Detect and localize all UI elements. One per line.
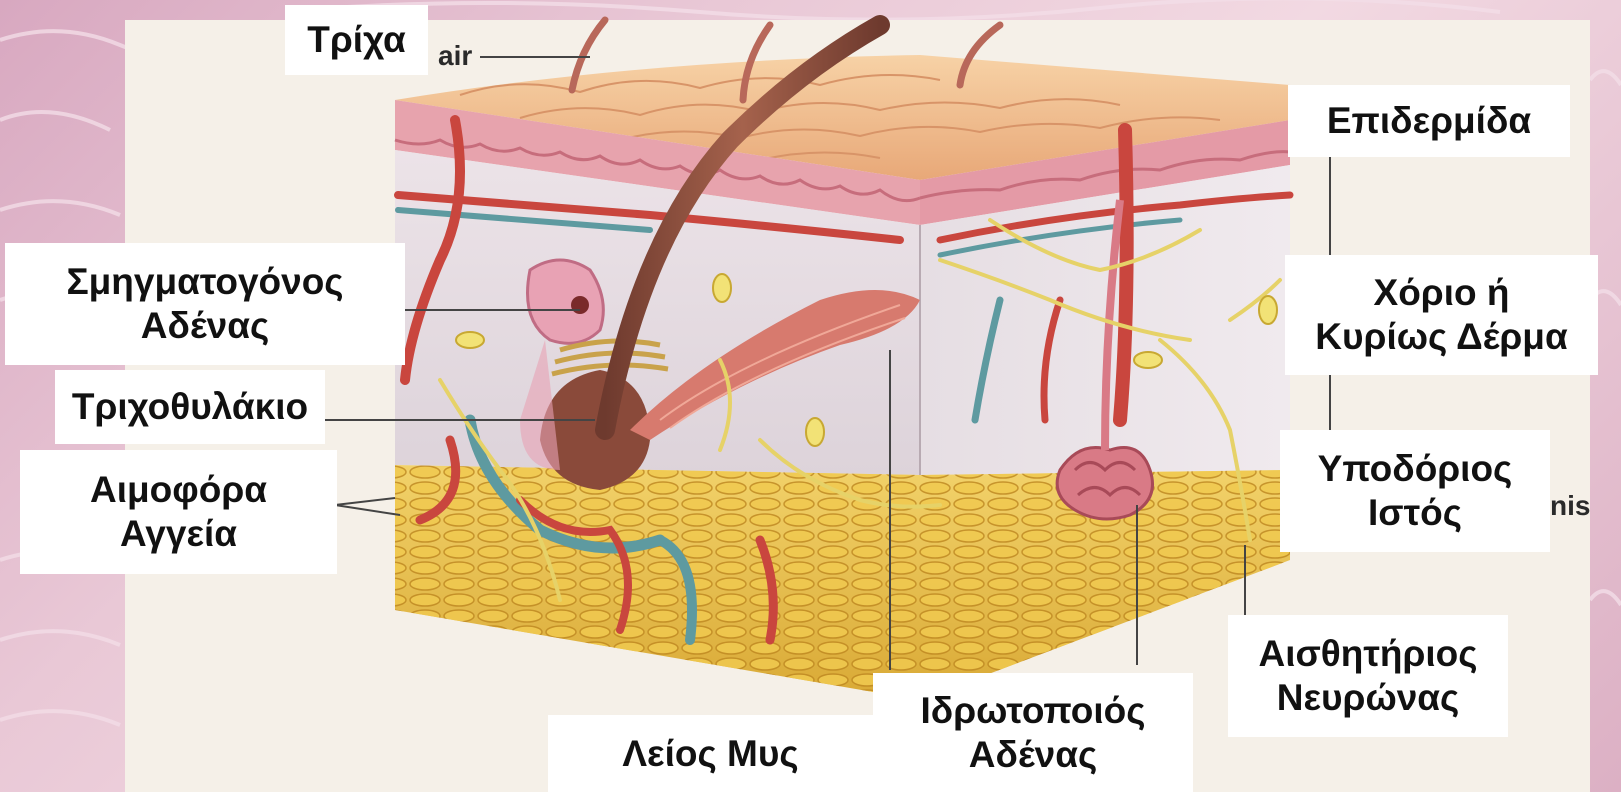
label-sebaceous-gland: Σμηγματογόνος Αδένας bbox=[5, 243, 405, 365]
label-subcutaneous-line2: Ιστός bbox=[1368, 491, 1462, 535]
label-sweat-line1: Ιδρωτοποιός bbox=[921, 689, 1146, 733]
label-hair-follicle-text: Τριχοθυλάκιο bbox=[72, 385, 308, 429]
label-dermis: Χόριο ή Κυρίως Δέρμα bbox=[1285, 255, 1598, 375]
label-sweat-line2: Αδένας bbox=[969, 733, 1097, 777]
hair-english-fragment: air bbox=[438, 40, 472, 72]
label-hair: Τρίχα bbox=[285, 5, 428, 75]
label-blood-vessels-line1: Αιμοφόρα bbox=[90, 468, 267, 512]
label-smooth-muscle-text: Λείος Μυς bbox=[622, 732, 798, 776]
label-blood-vessels: Αιμοφόρα Αγγεία bbox=[20, 450, 337, 574]
label-blood-vessels-line2: Αγγεία bbox=[120, 512, 237, 556]
label-dermis-line2: Κυρίως Δέρμα bbox=[1315, 315, 1567, 359]
label-hair-follicle: Τριχοθυλάκιο bbox=[55, 370, 325, 444]
label-epidermis-text: Επιδερμίδα bbox=[1327, 99, 1531, 143]
label-sensory-line2: Νευρώνας bbox=[1277, 676, 1460, 720]
label-hair-text: Τρίχα bbox=[307, 18, 405, 62]
label-dermis-line1: Χόριο ή bbox=[1374, 271, 1510, 315]
label-smooth-muscle: Λείος Μυς bbox=[548, 715, 873, 792]
label-epidermis: Επιδερμίδα bbox=[1288, 85, 1570, 157]
label-subcutaneous-line1: Υποδόριος bbox=[1318, 447, 1513, 491]
label-sensory-neuron: Αισθητήριος Νευρώνας bbox=[1228, 615, 1508, 737]
label-sensory-line1: Αισθητήριος bbox=[1258, 632, 1477, 676]
subcutaneous-fat-layer bbox=[395, 465, 1290, 700]
label-subcutaneous-tissue: Υποδόριος Ιστός bbox=[1280, 430, 1550, 552]
label-sebaceous-line2: Αδένας bbox=[141, 304, 269, 348]
label-sweat-gland: Ιδρωτοποιός Αδένας bbox=[873, 673, 1193, 792]
sebaceous-gland bbox=[528, 260, 604, 343]
hypodermis-english-fragment: nis bbox=[1550, 490, 1590, 522]
label-sebaceous-line1: Σμηγματογόνος bbox=[66, 260, 343, 304]
